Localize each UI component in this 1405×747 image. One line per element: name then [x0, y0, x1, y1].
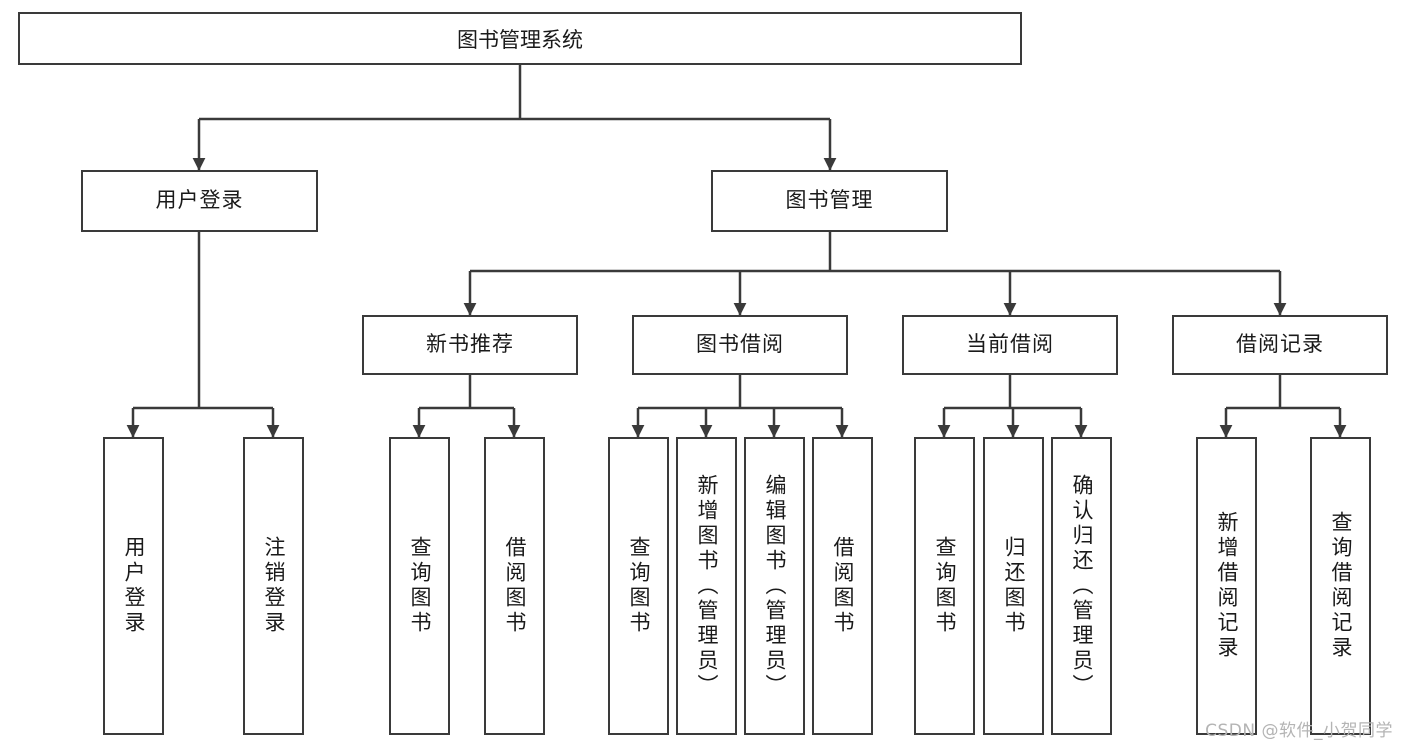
node-book-management-system[interactable]: 图书管理系统 [18, 12, 1022, 65]
leaf-query-record[interactable]: 查询借阅记录 [1310, 437, 1371, 735]
node-label: 确认归还（管理员） [1070, 473, 1094, 699]
leaf-query-book-3[interactable]: 查询图书 [914, 437, 975, 735]
node-label: 当前借阅 [966, 332, 1054, 357]
leaf-logout-login[interactable]: 注销登录 [243, 437, 304, 735]
leaf-borrow-book-1[interactable]: 借阅图书 [484, 437, 545, 735]
node-label: 查询图书 [408, 536, 432, 636]
node-book-management[interactable]: 图书管理 [711, 170, 948, 232]
leaf-confirm-return[interactable]: 确认归还（管理员） [1051, 437, 1112, 735]
node-label: 查询图书 [933, 536, 957, 636]
node-label: 注销登录 [262, 536, 286, 636]
node-label: 图书管理系统 [457, 27, 583, 52]
node-label: 借阅图书 [503, 536, 527, 636]
leaf-edit-book[interactable]: 编辑图书（管理员） [744, 437, 805, 735]
leaf-query-book-2[interactable]: 查询图书 [608, 437, 669, 735]
node-new-book-recommend[interactable]: 新书推荐 [362, 315, 578, 375]
node-book-borrow[interactable]: 图书借阅 [632, 315, 848, 375]
node-label: 用户登录 [155, 188, 244, 213]
node-label: 查询图书 [627, 536, 651, 636]
node-label: 新增借阅记录 [1215, 511, 1239, 661]
node-label: 归还图书 [1002, 536, 1026, 636]
leaf-add-book[interactable]: 新增图书（管理员） [676, 437, 737, 735]
node-label: 编辑图书（管理员） [763, 473, 787, 699]
node-label: 新书推荐 [426, 332, 514, 357]
node-user-login[interactable]: 用户登录 [81, 170, 318, 232]
node-borrow-record[interactable]: 借阅记录 [1172, 315, 1388, 375]
node-label: 图书借阅 [696, 332, 784, 357]
node-label: 借阅图书 [831, 536, 855, 636]
node-label: 用户登录 [122, 536, 146, 636]
node-label: 查询借阅记录 [1329, 511, 1353, 661]
leaf-borrow-book-2[interactable]: 借阅图书 [812, 437, 873, 735]
node-current-borrow[interactable]: 当前借阅 [902, 315, 1118, 375]
leaf-add-record[interactable]: 新增借阅记录 [1196, 437, 1257, 735]
leaf-user-login[interactable]: 用户登录 [103, 437, 164, 735]
leaf-query-book-1[interactable]: 查询图书 [389, 437, 450, 735]
node-label: 新增图书（管理员） [695, 473, 719, 699]
node-label: 借阅记录 [1236, 332, 1324, 357]
leaf-return-book[interactable]: 归还图书 [983, 437, 1044, 735]
node-label: 图书管理 [785, 188, 874, 213]
